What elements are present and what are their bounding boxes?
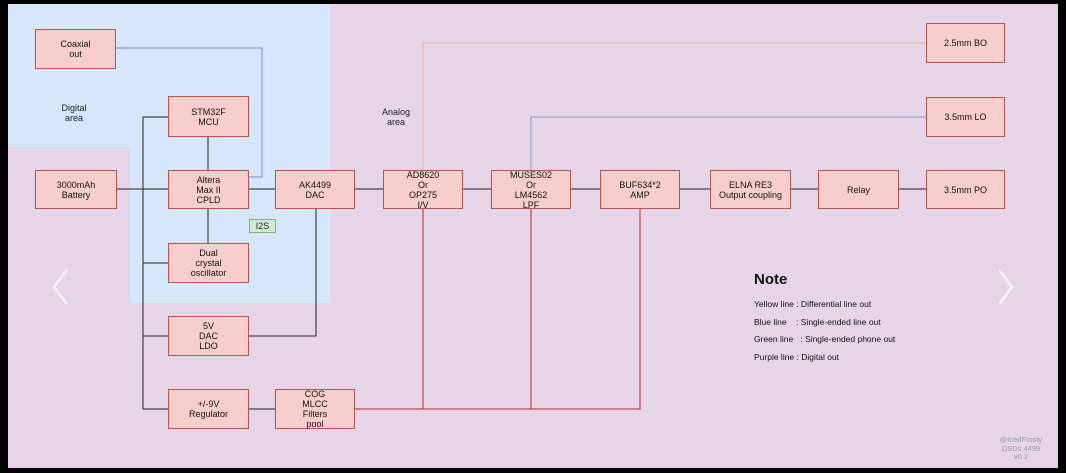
note-title: Note xyxy=(754,271,788,288)
relay-block[interactable]: Relay xyxy=(818,170,899,209)
chevron-right-icon xyxy=(998,269,1014,305)
lo-output-block[interactable]: 3.5mm LO xyxy=(926,97,1005,137)
digital-area-label: Digital area xyxy=(61,103,87,123)
iv-stage-block[interactable]: AD8620 Or OP275 I/V xyxy=(383,170,463,210)
author-credit: @IcedFrosty DSDs 4499 v0.2 xyxy=(999,435,1043,461)
note-blue-line: Blue line : Single-ended line out xyxy=(754,317,881,327)
battery-block[interactable]: 3000mAh Battery xyxy=(35,170,117,209)
lpf-block[interactable]: MUSES02 Or LM4562 LPF xyxy=(491,170,571,210)
filters-pool-block[interactable]: COG MLCC Filters pool xyxy=(275,389,355,429)
cpld-block[interactable]: Altera Max II CPLD xyxy=(168,170,249,209)
analog-area-label: Analog area xyxy=(381,107,411,127)
next-slide-button[interactable] xyxy=(990,267,1020,307)
note-purple-line: Purple line : Digital out xyxy=(754,352,840,362)
regulator-block[interactable]: +/-9V Regulator xyxy=(168,389,249,429)
dac-block[interactable]: AK4499 DAC xyxy=(275,170,355,209)
amp-block[interactable]: BUF634*2 AMP xyxy=(600,170,680,209)
po-output-block[interactable]: 3.5mm PO xyxy=(926,170,1005,209)
note-yellow-line: Yellow line : Differential line out xyxy=(754,299,872,309)
stm32-mcu-block[interactable]: STM32F MCU xyxy=(168,96,249,137)
i2s-tag: I2S xyxy=(249,219,276,233)
note-green-line: Green line : Single-ended phone out xyxy=(754,334,896,344)
chevron-left-icon xyxy=(52,269,68,305)
oscillator-block[interactable]: Dual crystal oscillator xyxy=(168,243,249,283)
bo-output-block[interactable]: 2.5mm BO xyxy=(926,23,1005,63)
ldo-block[interactable]: 5V DAC LDO xyxy=(168,316,249,356)
coaxial-out-block[interactable]: Coaxial out xyxy=(35,29,116,69)
prev-slide-button[interactable] xyxy=(46,267,76,307)
output-coupling-block[interactable]: ELNA RE3 Output coupling xyxy=(710,170,791,209)
